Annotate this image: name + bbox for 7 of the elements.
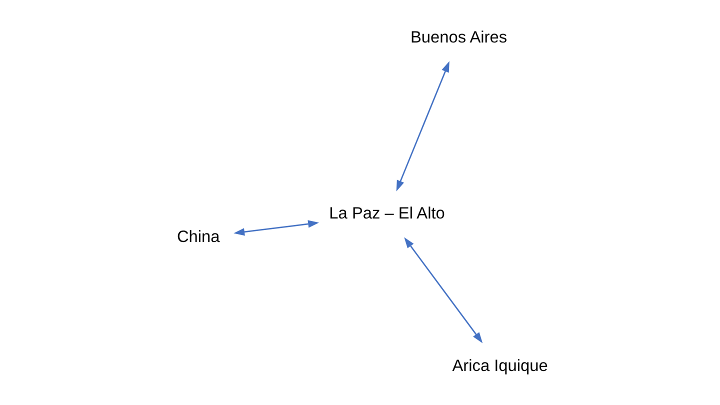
node-text: La Paz – El Alto bbox=[328, 204, 444, 222]
arrow bbox=[233, 220, 319, 236]
arrow bbox=[404, 237, 482, 344]
node-text: Buenos Aires bbox=[410, 28, 507, 46]
node-text: China bbox=[176, 228, 220, 246]
arrow bbox=[396, 61, 449, 192]
node-text: Arica Iquique bbox=[452, 356, 548, 375]
